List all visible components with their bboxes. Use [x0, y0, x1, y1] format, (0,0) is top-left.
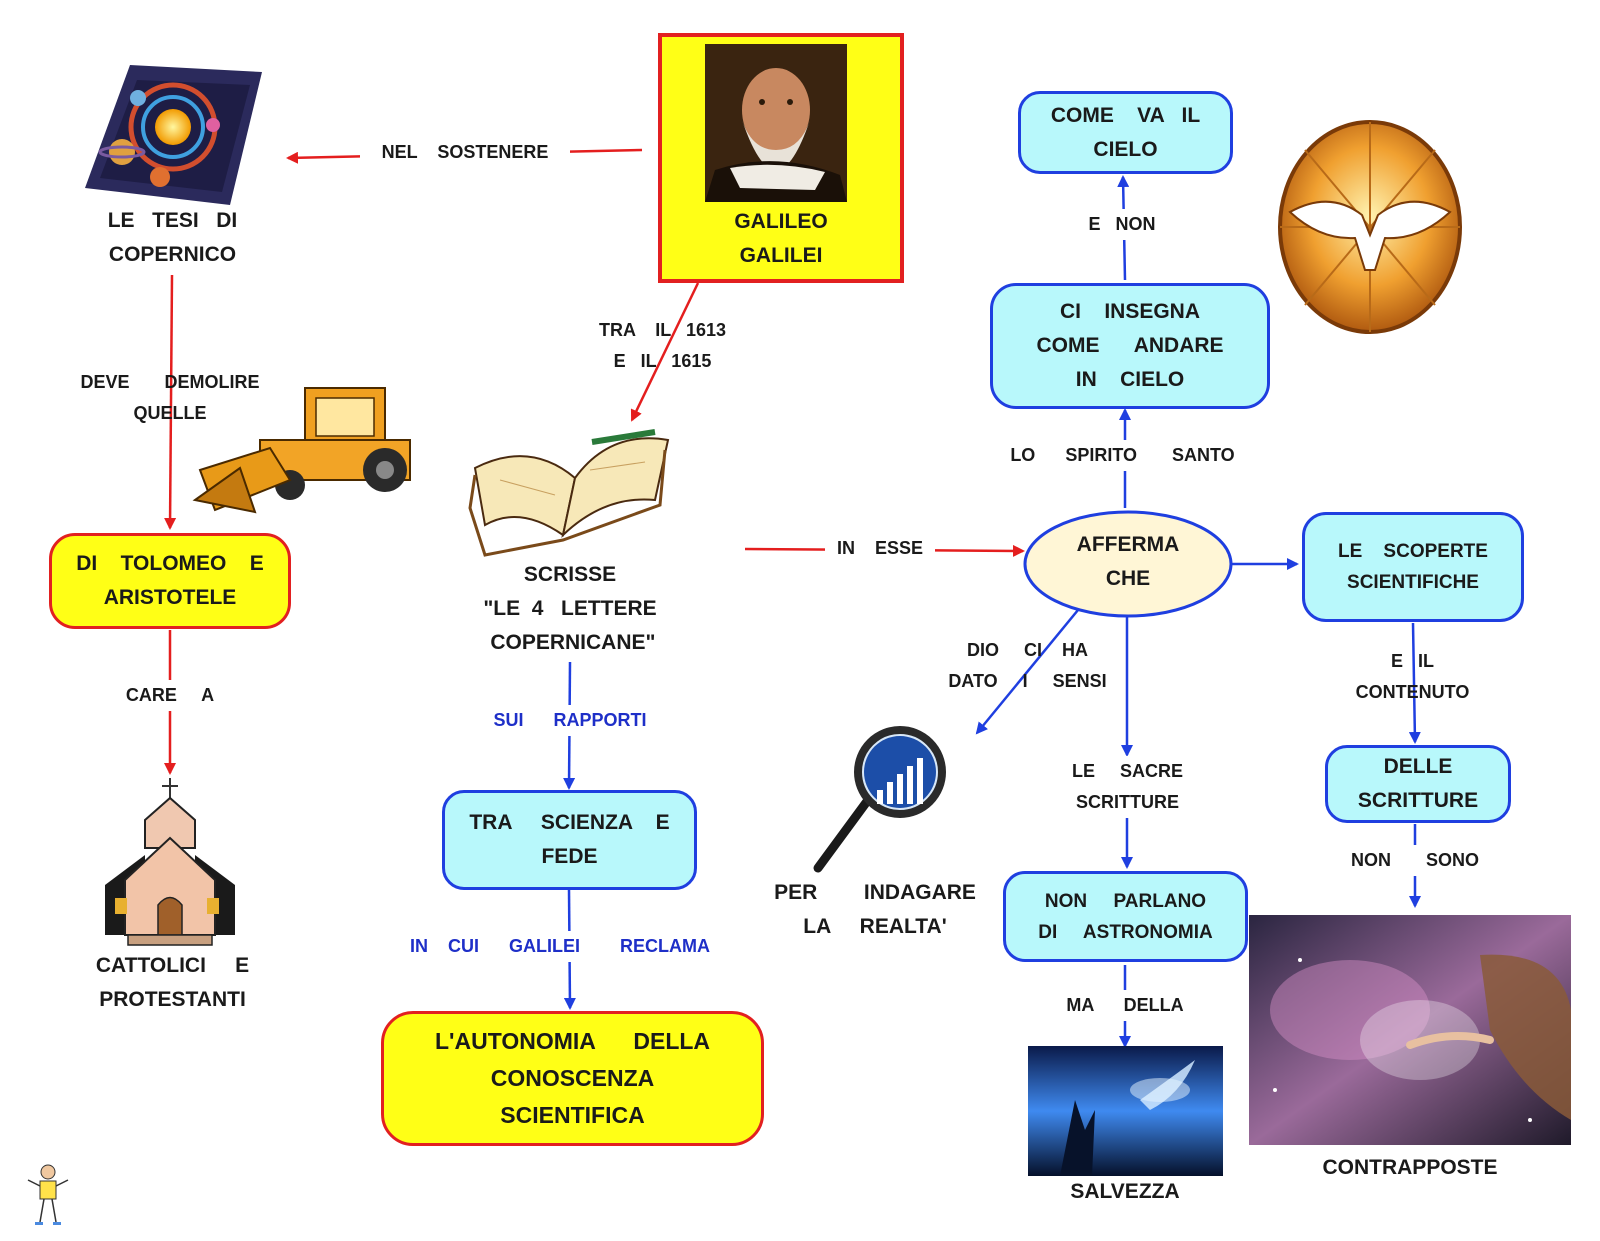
- link-tra-1613-1615: TRA IL 1613 E IL 1615: [598, 320, 727, 371]
- church-icon: [105, 778, 235, 946]
- arrow-galileo-to-book: [630, 282, 700, 422]
- magnifier-chart-icon: [813, 726, 946, 873]
- link-lo-spirito-santo: LO SPIRITO SANTO: [995, 440, 1250, 471]
- link-in-esse: IN ESSE: [825, 533, 935, 564]
- link-nel-sostenere: NEL SOSTENERE: [360, 137, 570, 168]
- link-e-non: E NON: [1072, 209, 1172, 240]
- node-scoperte-scientifiche: LE SCOPERTE SCIENTIFICHE: [1302, 512, 1524, 622]
- robot-mascot-icon: [27, 1164, 69, 1225]
- link-sui-rapporti: SUI RAPPORTI: [470, 705, 670, 736]
- solar-system-icon: [85, 65, 262, 205]
- node-autonomia: L'AUTONOMIA DELLA CONOSCENZA SCIENTIFICA: [381, 1011, 764, 1146]
- arrow-afferma-to-indagare: [975, 609, 1079, 735]
- node-galileo-galilei: GALILEO GALILEI: [658, 33, 904, 283]
- node-ci-insegna: CI INSEGNA COME ANDARE IN CIELO: [990, 283, 1270, 409]
- node-tesi-copernico: LE TESI DI COPERNICO: [107, 209, 238, 266]
- node-cattolici-protestanti: CATTOLICI E PROTESTANTI: [95, 954, 250, 1011]
- galileo-portrait: [705, 44, 847, 202]
- node-delle-scritture: DELLE SCRITTURE: [1325, 745, 1511, 823]
- node-non-parlano: NON PARLANO DI ASTRONOMIA: [1003, 871, 1248, 962]
- node-afferma-che: AFFERMA CHE: [1076, 533, 1180, 590]
- node-tolomeo-aristotele: DI TOLOMEO E ARISTOTELE: [49, 533, 291, 629]
- node-salvezza: SALVEZZA: [1070, 1180, 1180, 1203]
- link-ma-della: MA DELLA: [1050, 990, 1200, 1021]
- node-come-va-il-cielo: COME VA IL CIELO: [1018, 91, 1233, 174]
- node-scienza-fede: TRA SCIENZA E FEDE: [442, 790, 697, 890]
- creation-nebula-image: [1249, 915, 1571, 1145]
- link-in-cui-galilei-reclama: IN CUI GALILEI RECLAMA: [395, 931, 725, 962]
- hands-light-image: [1028, 1046, 1223, 1176]
- bulldozer-icon: [192, 387, 411, 514]
- link-non-sono: NON SONO: [1340, 845, 1490, 876]
- node-indagare-realta: PER INDAGARE LA REALTA': [774, 881, 976, 938]
- node-scrisse-lettere: SCRISSE "LE 4 LETTERE COPERNICANE": [483, 563, 657, 654]
- node-contrapposte: CONTRAPPOSTE: [1322, 1156, 1498, 1179]
- galileo-label: GALILEO GALILEI: [734, 210, 828, 267]
- arrow-copernico-to-tolomeo: [164, 274, 177, 530]
- book-icon: [468, 429, 670, 557]
- link-le-sacre-scritture: LE SACRE SCRITTURE: [1050, 756, 1205, 818]
- link-dio-ci-ha-dato-i-sensi: DIO CI HA DATO I SENSI: [948, 640, 1107, 691]
- afferma-ellipse: [1023, 510, 1233, 618]
- link-e-il-contenuto: E IL CONTENUTO: [1355, 651, 1470, 702]
- link-deve-demolire: DEVE DEMOLIRE QUELLE: [80, 372, 260, 423]
- arrow-scoperte-to-delle: [1408, 622, 1421, 744]
- dove-window-icon: [1278, 120, 1462, 334]
- link-care-a: CARE A: [115, 680, 225, 711]
